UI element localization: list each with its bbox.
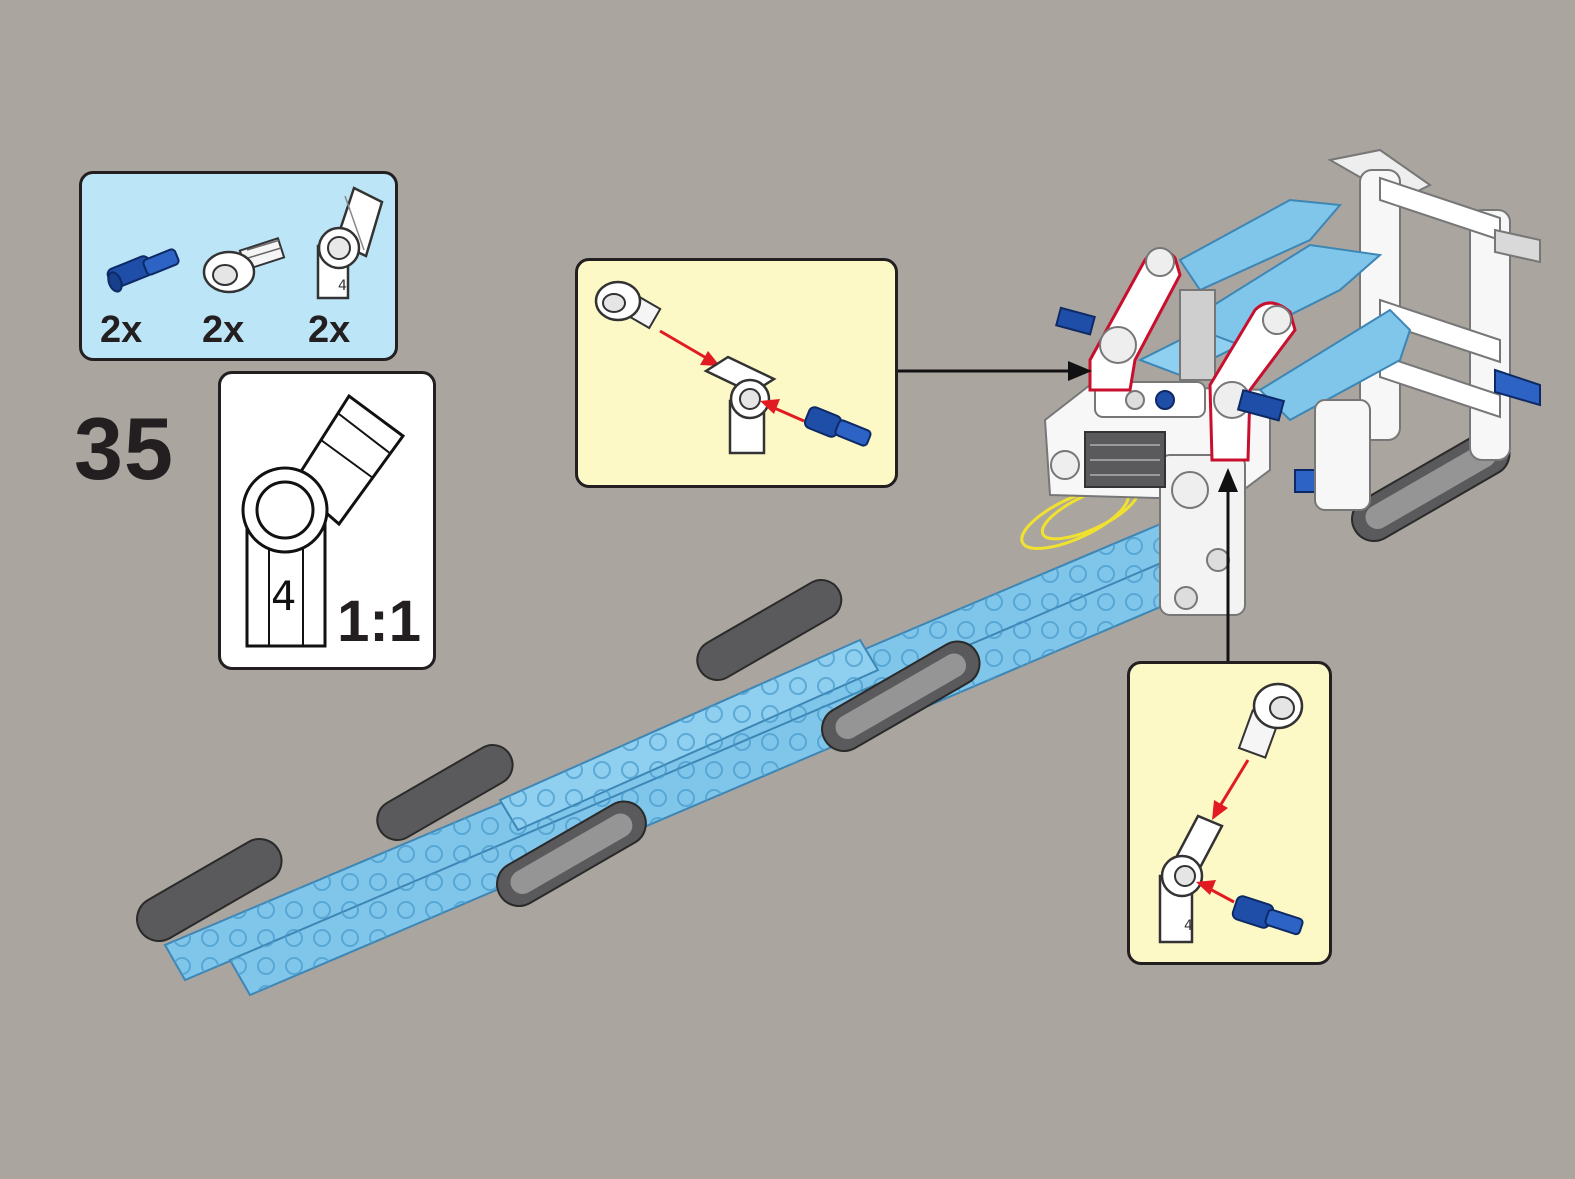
part-quantity-angled-connector: 2x	[308, 309, 351, 351]
red-arrow-pin	[1196, 880, 1235, 904]
callout-top-drawing	[594, 280, 872, 455]
scale-ratio-label: 1:1	[337, 589, 421, 654]
callout-pointer-arrows	[898, 361, 1238, 661]
gray-liftarm-upper-group	[496, 430, 1511, 907]
step-number: 35	[74, 399, 174, 498]
part-quantity-pin: 2x	[100, 309, 143, 351]
svg-text:4: 4	[1184, 918, 1193, 934]
red-arrow-connector	[659, 329, 720, 366]
white-axle-connector-icon	[1237, 682, 1304, 759]
gray-liftarm-group	[136, 579, 843, 942]
blue-axle-pin-icon	[106, 248, 180, 293]
angled-connector-4-icon: 4	[1158, 814, 1224, 944]
blue-axle-pin-icon	[1231, 895, 1304, 936]
rear-frame-and-fairings	[1137, 148, 1541, 511]
new-part-highlight-right	[1208, 301, 1297, 462]
red-arrow-pin	[760, 399, 805, 423]
blue-beam-group	[163, 518, 1202, 997]
angled-connector-4-icon	[703, 355, 777, 455]
part-marking-text: 4	[271, 574, 297, 620]
sub-assembly-callout-top	[575, 258, 898, 488]
callout-bottom-drawing: 4	[1158, 682, 1304, 944]
white-frame-assembly	[1043, 381, 1271, 616]
white-axle-connector-icon	[594, 280, 662, 330]
part-quantity-connector: 2x	[202, 309, 245, 351]
angled-connector-4-icon: 4	[316, 186, 384, 300]
svg-text:4: 4	[338, 278, 347, 294]
parts-list-drawing: 4	[106, 186, 384, 300]
scale-reference-panel: 4 1:1	[218, 371, 436, 670]
new-part-highlight-left	[1055, 247, 1182, 392]
white-axle-connector-icon	[202, 237, 286, 294]
sub-assembly-callout-bottom: 4	[1127, 661, 1332, 965]
blue-axle-pin-icon	[803, 406, 872, 447]
parts-list-panel: 4 2x 2x 2x	[79, 171, 398, 361]
angled-connector-scale-drawing	[241, 393, 406, 648]
red-arrow-connector	[1212, 759, 1250, 820]
